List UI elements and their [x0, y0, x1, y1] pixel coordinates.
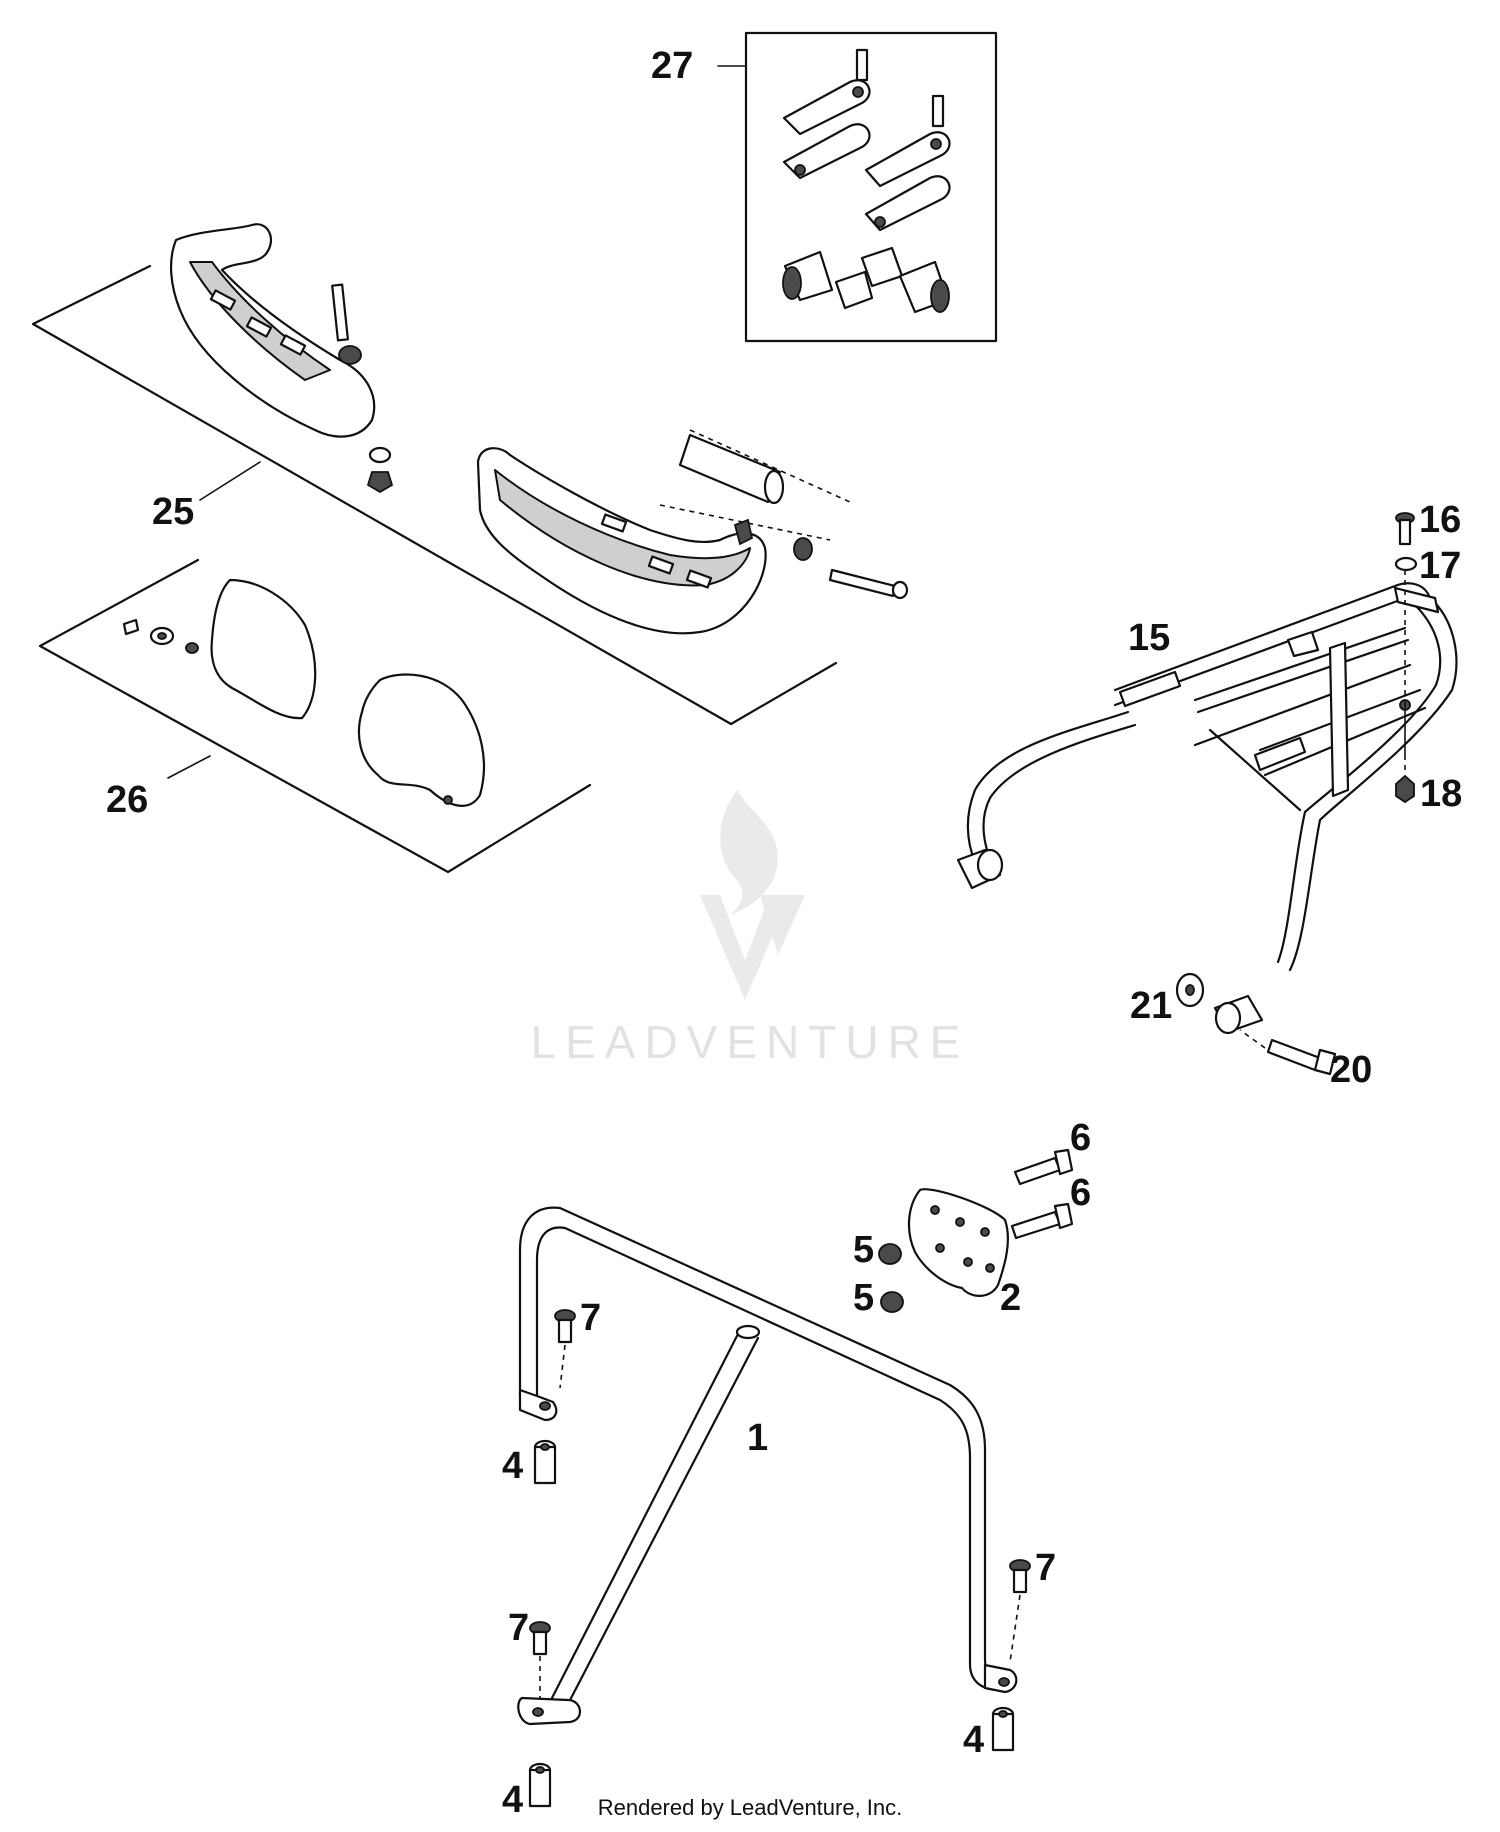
- fastener-16: [1395, 512, 1415, 546]
- guard-bar-1: [517, 1206, 1018, 1726]
- bolt-7-lower-left: [529, 1621, 551, 1700]
- deflector-set-26: [38, 558, 592, 874]
- label-part-25: 25: [152, 491, 194, 533]
- handguard-right: [476, 429, 909, 635]
- label-part-7-lower-left: 7: [508, 1607, 529, 1649]
- label-part-21: 21: [1130, 985, 1172, 1027]
- handguard-left: [169, 223, 394, 494]
- footer-credit: Rendered by LeadVenture, Inc.: [598, 1795, 903, 1820]
- nut-18: [1395, 774, 1415, 804]
- washer-17: [1394, 556, 1418, 572]
- bolt-6-upper: [1013, 1148, 1074, 1186]
- kit-clamp-left: [782, 48, 871, 180]
- deflector-screws: [122, 618, 199, 654]
- leader-25: [199, 461, 261, 501]
- outline-25: [31, 264, 838, 726]
- mounting-plate-2: [907, 1188, 1009, 1297]
- label-part-16: 16: [1419, 499, 1461, 541]
- label-part-5-upper: 5: [853, 1229, 874, 1271]
- kit-box: [744, 31, 998, 343]
- label-part-7-upper-left: 7: [580, 1297, 601, 1339]
- spacer-4-right: [991, 1706, 1015, 1752]
- label-part-18: 18: [1420, 773, 1462, 815]
- nut-5-lower: [880, 1291, 904, 1313]
- rear-rack-15: [956, 512, 1458, 1076]
- outline-26: [38, 558, 592, 874]
- spacer-4-lower-left: [528, 1762, 552, 1808]
- bolt-7-right: [1009, 1559, 1031, 1663]
- label-part-7-right: 7: [1035, 1547, 1056, 1589]
- watermark-flame-logo-icon: [700, 790, 805, 1000]
- handguard-set-25: [31, 223, 909, 726]
- label-part-5-lower: 5: [853, 1277, 874, 1319]
- deflector-left: [210, 578, 317, 720]
- mounting-kit-27: [717, 31, 998, 343]
- rack-foot-left: [956, 848, 1004, 890]
- label-part-6-upper: 6: [1070, 1117, 1091, 1159]
- label-part-4-right: 4: [963, 1719, 984, 1761]
- label-part-17: 17: [1419, 545, 1461, 587]
- watermark: LEADVENTURE: [531, 790, 970, 1068]
- spacer-4-upper-left: [533, 1439, 557, 1485]
- callout-labels: 27 25 26 15 16 17 18 21 20 6 6 5 5 2 7 1…: [106, 45, 1462, 1821]
- label-part-26: 26: [106, 779, 148, 821]
- label-part-4-upper-left: 4: [502, 1445, 523, 1487]
- label-part-27: 27: [651, 45, 693, 87]
- label-part-1: 1: [747, 1417, 768, 1459]
- nut-5-upper: [878, 1243, 902, 1265]
- watermark-text: LEADVENTURE: [531, 1016, 970, 1068]
- rack-foot-right: [1213, 994, 1264, 1035]
- kit-clamp-right: [864, 94, 951, 232]
- deflector-right: [357, 673, 486, 807]
- kit-bar-plugs: [782, 246, 950, 314]
- label-part-2: 2: [1000, 1277, 1021, 1319]
- bolt-20: [1266, 1038, 1337, 1076]
- bolt-7-upper-left: [554, 1309, 576, 1389]
- leader-26: [167, 755, 211, 779]
- bolt-6-lower: [1010, 1202, 1074, 1240]
- label-part-15: 15: [1128, 617, 1170, 659]
- label-part-20: 20: [1330, 1049, 1372, 1091]
- label-part-6-lower: 6: [1070, 1172, 1091, 1214]
- label-part-4-lower-left: 4: [502, 1779, 523, 1821]
